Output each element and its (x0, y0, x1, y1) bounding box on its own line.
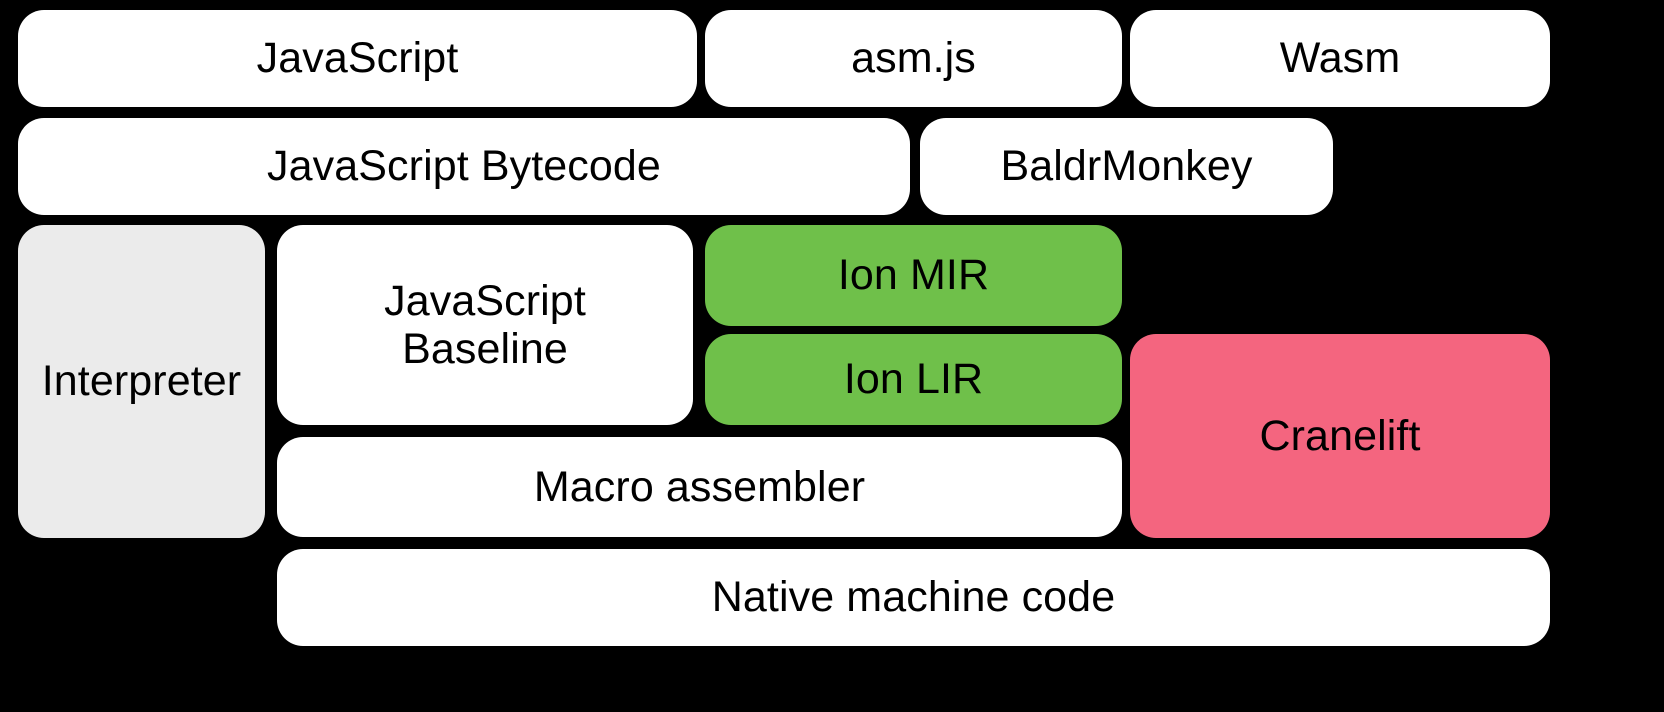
node-javascript-bytecode[interactable]: JavaScript Bytecode (18, 118, 910, 215)
node-native-machine-code[interactable]: Native machine code (277, 549, 1550, 646)
node-wasm[interactable]: Wasm (1130, 10, 1550, 107)
node-macro-assembler[interactable]: Macro assembler (277, 437, 1122, 537)
node-baldrmonkey[interactable]: BaldrMonkey (920, 118, 1333, 215)
node-asm-js[interactable]: asm.js (705, 10, 1122, 107)
node-javascript-baseline[interactable]: JavaScript Baseline (277, 225, 693, 425)
node-ion-mir[interactable]: Ion MIR (705, 225, 1122, 326)
node-interpreter[interactable]: Interpreter (18, 225, 265, 538)
node-cranelift[interactable]: Cranelift (1130, 334, 1550, 538)
node-javascript[interactable]: JavaScript (18, 10, 697, 107)
node-ion-lir[interactable]: Ion LIR (705, 334, 1122, 425)
